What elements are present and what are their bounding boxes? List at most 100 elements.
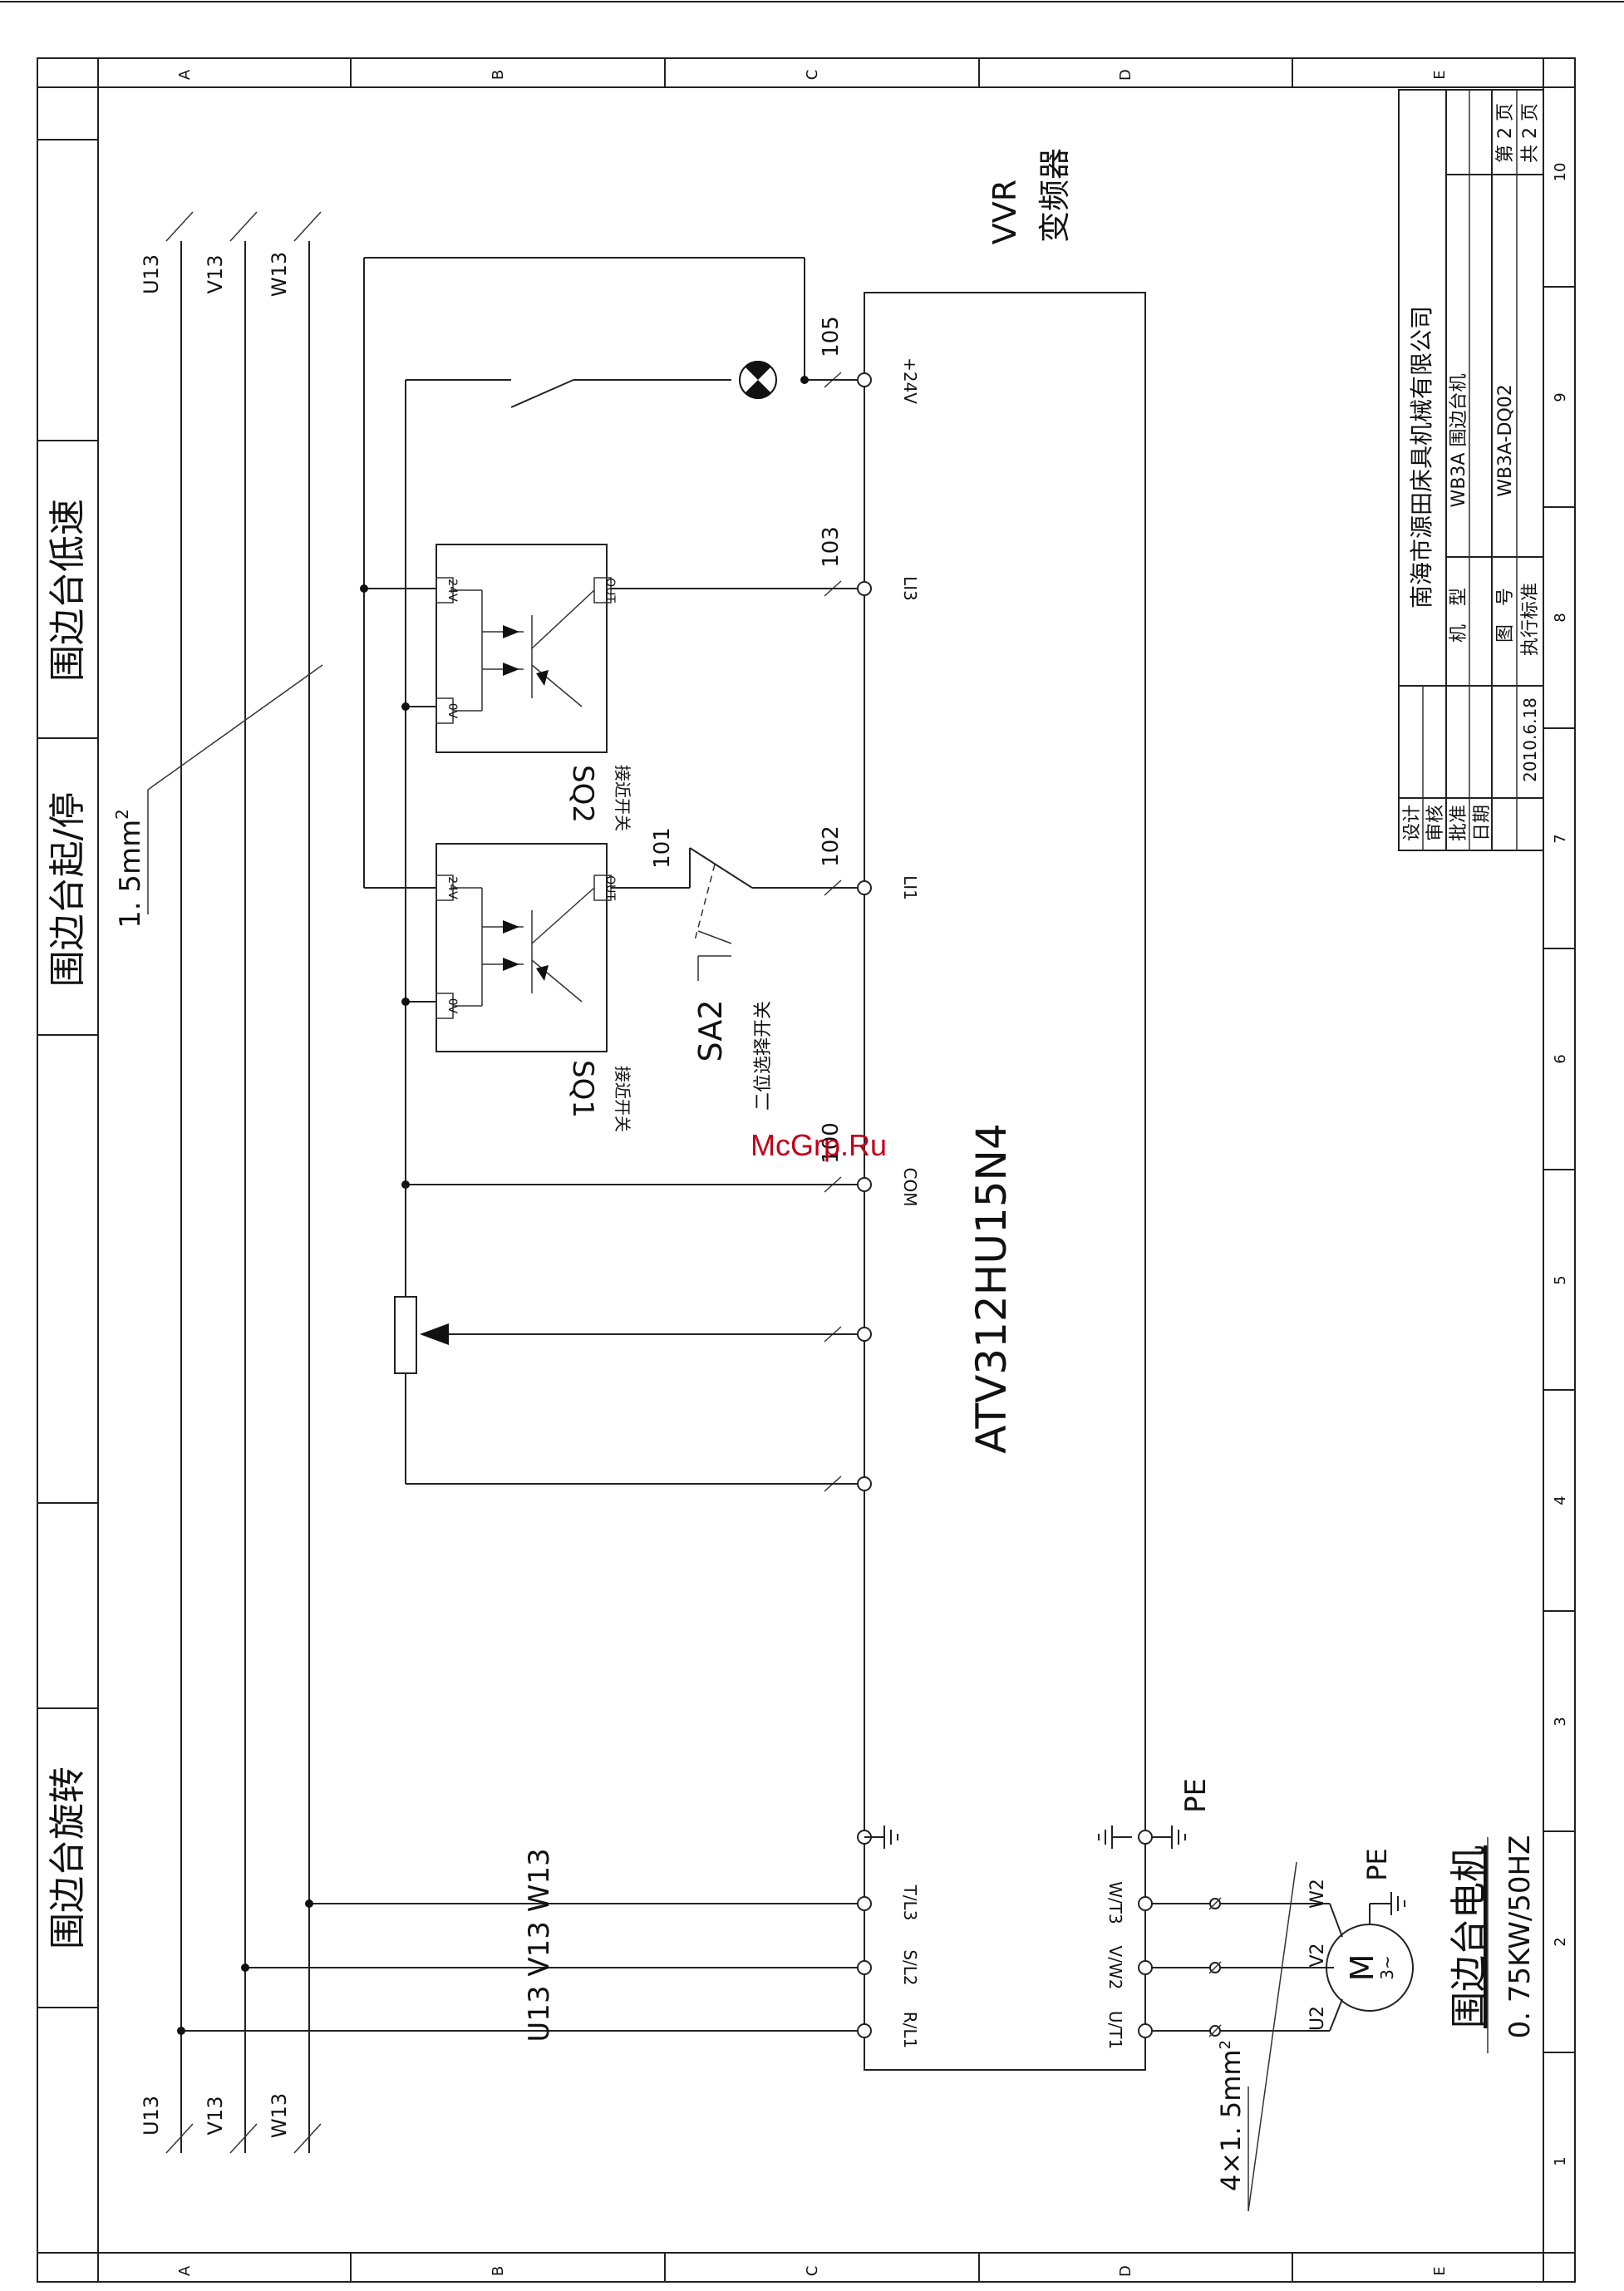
zone-column-ticks [350,58,1293,2282]
zone-letter-b-bottom: B [490,2266,507,2276]
sq1-label-out: OUT [603,875,617,900]
vfd-model: ATV312HU15N4 [967,1123,1016,1454]
bus-label-w-bottom: W13 [268,2093,291,2138]
sa2-desc: 二位选择开关 [753,1001,774,1111]
term-label-li1: LI1 [900,875,920,900]
vfd-pe-label: PE [1179,1778,1213,1813]
wire-101: 101 [650,827,675,869]
sq1-label-0v: 0V [445,998,459,1014]
wire-102: 102 [819,825,844,867]
bus-label-u-top: U13 [140,254,163,294]
sq2-proximity-switch [436,544,612,753]
tb-design: 设计 [1402,805,1423,841]
wire-size-top: 1. 5mm2 [112,809,147,929]
motor-w2: W2 [1307,1879,1328,1909]
sa2-name: SA2 [692,1000,729,1062]
tb-drawing-label: 图 号 [1495,588,1516,643]
zone-letters: A B C D E A B C D E [176,69,1449,2277]
bus-lines [165,211,322,2154]
zone-letter-c-bottom: C [804,2266,821,2277]
bus-label-v-bottom: V13 [204,2096,227,2136]
wire-size-leader [147,664,323,791]
sq2-label-out: OUT [603,578,617,603]
term-label-s: S/L2 [900,1949,920,1985]
sq1-sub: 接近开关 [613,1066,632,1132]
vfd-title-cn: 变频器 [1036,148,1073,243]
term-label-t: T/L3 [900,1885,920,1921]
title-low-speed: 围边台低速 [47,499,89,682]
term-label-r: R/L1 [900,2012,920,2049]
tb-date-label: 日期 [1472,805,1493,841]
zone-letter-e-top: E [1431,70,1449,79]
input-phase-label: U13 V13 W13 [523,1848,556,2042]
tb-approve: 批准 [1449,805,1469,841]
motor-phase: 3~ [1377,1955,1397,1979]
zone-number-9: 9 [1552,392,1569,402]
zone-number-4: 4 [1552,1495,1569,1505]
wire-size-motor: 4×1. 5mm2 [1215,2040,1247,2191]
motor-rating: 0. 75KW/50HZ [1503,1835,1537,2039]
sq1-proximity-switch [436,843,612,1052]
zone-number-2: 2 [1552,1937,1569,1946]
term-label-u: U/T1 [1105,2011,1125,2049]
zone-letter-a-top: A [176,69,194,80]
zone-letter-a-bottom: A [176,2265,194,2276]
control-wiring [360,257,858,1485]
sheet-border [37,57,1576,2283]
zone-letter-c-top: C [804,70,821,81]
zone-number-5: 5 [1552,1275,1569,1284]
zone-number-10: 10 [1552,163,1569,182]
motor-u2: U2 [1307,2006,1328,2031]
motor-v2: V2 [1307,1943,1328,1967]
tb-page: 第 2 页 [1495,103,1516,163]
zone-numbers: 10 9 8 7 6 5 4 3 2 1 [1552,163,1569,2166]
zone-number-8: 8 [1552,613,1569,622]
tb-standard: 执行标准 [1520,583,1541,656]
bus-label-u-bottom: U13 [140,2096,163,2136]
title-start-stop: 围边台起/停 [47,792,89,988]
motor-name: 围边台电机 [1448,1845,1490,2028]
zone-row-ticks [1543,286,1575,2053]
sq1-name: SQ1 [566,1060,599,1118]
wire-103: 103 [819,526,844,568]
tb-model-label: 机 型 [1449,588,1469,643]
bus-label-v-top: V13 [204,255,227,294]
sq2-sub: 接近开关 [613,765,632,831]
zone-letter-b-top: B [490,70,507,80]
term-label-w: W/T3 [1105,1881,1125,1924]
term-label-v: V/W2 [1105,1946,1125,1990]
title-rotate: 围边台旋转 [47,1766,89,1949]
zone-letter-d-bottom: D [1117,2265,1134,2277]
tb-review: 审核 [1425,805,1446,841]
term-label-24v: +24V [900,357,920,404]
tb-model: WB3A 围边台机 [1449,374,1469,508]
vfd-title: VVR [987,180,1023,244]
zone-letter-d-top: D [1117,69,1134,81]
term-label-li3: LI3 [900,576,920,601]
zone-number-6: 6 [1552,1054,1569,1063]
motor-pe: PE [1361,1848,1393,1881]
indicator-lamp-icon [739,361,777,399]
sq1-label-24v: 24V [445,876,459,899]
watermark: McGrp.Ru [750,1128,887,1162]
zone-letter-e-bottom: E [1431,2266,1449,2275]
zone-number-3: 3 [1552,1717,1569,1726]
sq2-label-24v: 24V [445,579,459,602]
tb-drawing: WB3A-DQ02 [1495,384,1516,497]
wire-100: 100 [819,1122,844,1164]
tb-total: 共 2 页 [1520,103,1541,163]
title-block [1398,89,1544,851]
sq2-name: SQ2 [566,765,599,823]
tb-date: 2010.6.18 [1520,697,1540,782]
zone-number-1: 1 [1552,2156,1569,2165]
motor-cable-leader [1248,1861,1297,2212]
wire-105: 105 [819,316,844,357]
bus-label-w-top: W13 [268,252,291,297]
motor-output-wiring [1098,1825,1343,2037]
left-band-dividers [37,139,98,2008]
power-input-wiring [177,1825,898,2035]
motor-ground [1369,1892,1405,1924]
sq2-label-0v: 0V [445,703,459,719]
motor-m: M [1344,1954,1380,1982]
